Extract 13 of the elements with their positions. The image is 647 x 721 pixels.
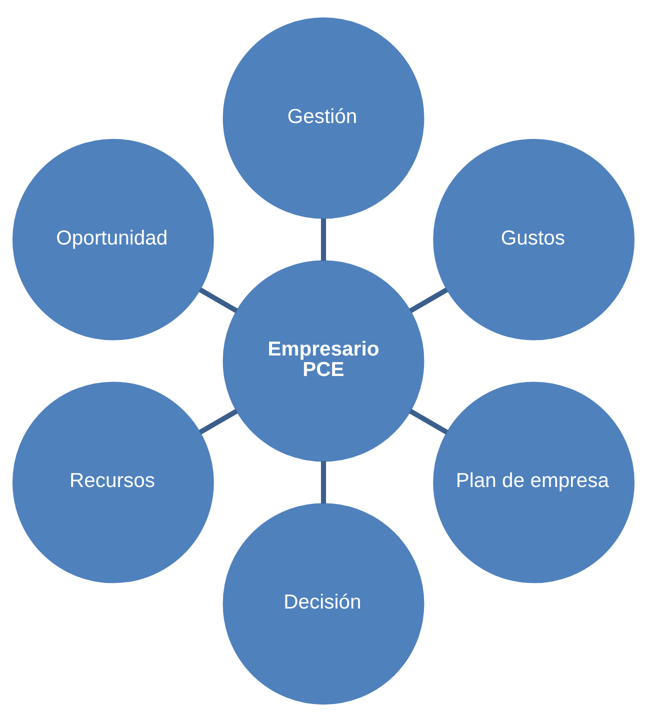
node-circle: Decisión	[222, 502, 424, 704]
node-circle: Empresario PCE	[222, 260, 424, 462]
node-circle: Recursos	[12, 381, 214, 583]
connector	[320, 218, 326, 260]
node-circle: Gustos	[433, 138, 635, 340]
connector	[409, 287, 448, 313]
connector	[198, 408, 238, 434]
connector	[198, 287, 238, 313]
node-circle: Gestión	[222, 16, 424, 218]
connector	[320, 460, 326, 503]
node-circle: Plan de empresa	[433, 381, 635, 583]
node-circle: Oportunidad	[12, 138, 214, 340]
connector	[409, 408, 448, 434]
